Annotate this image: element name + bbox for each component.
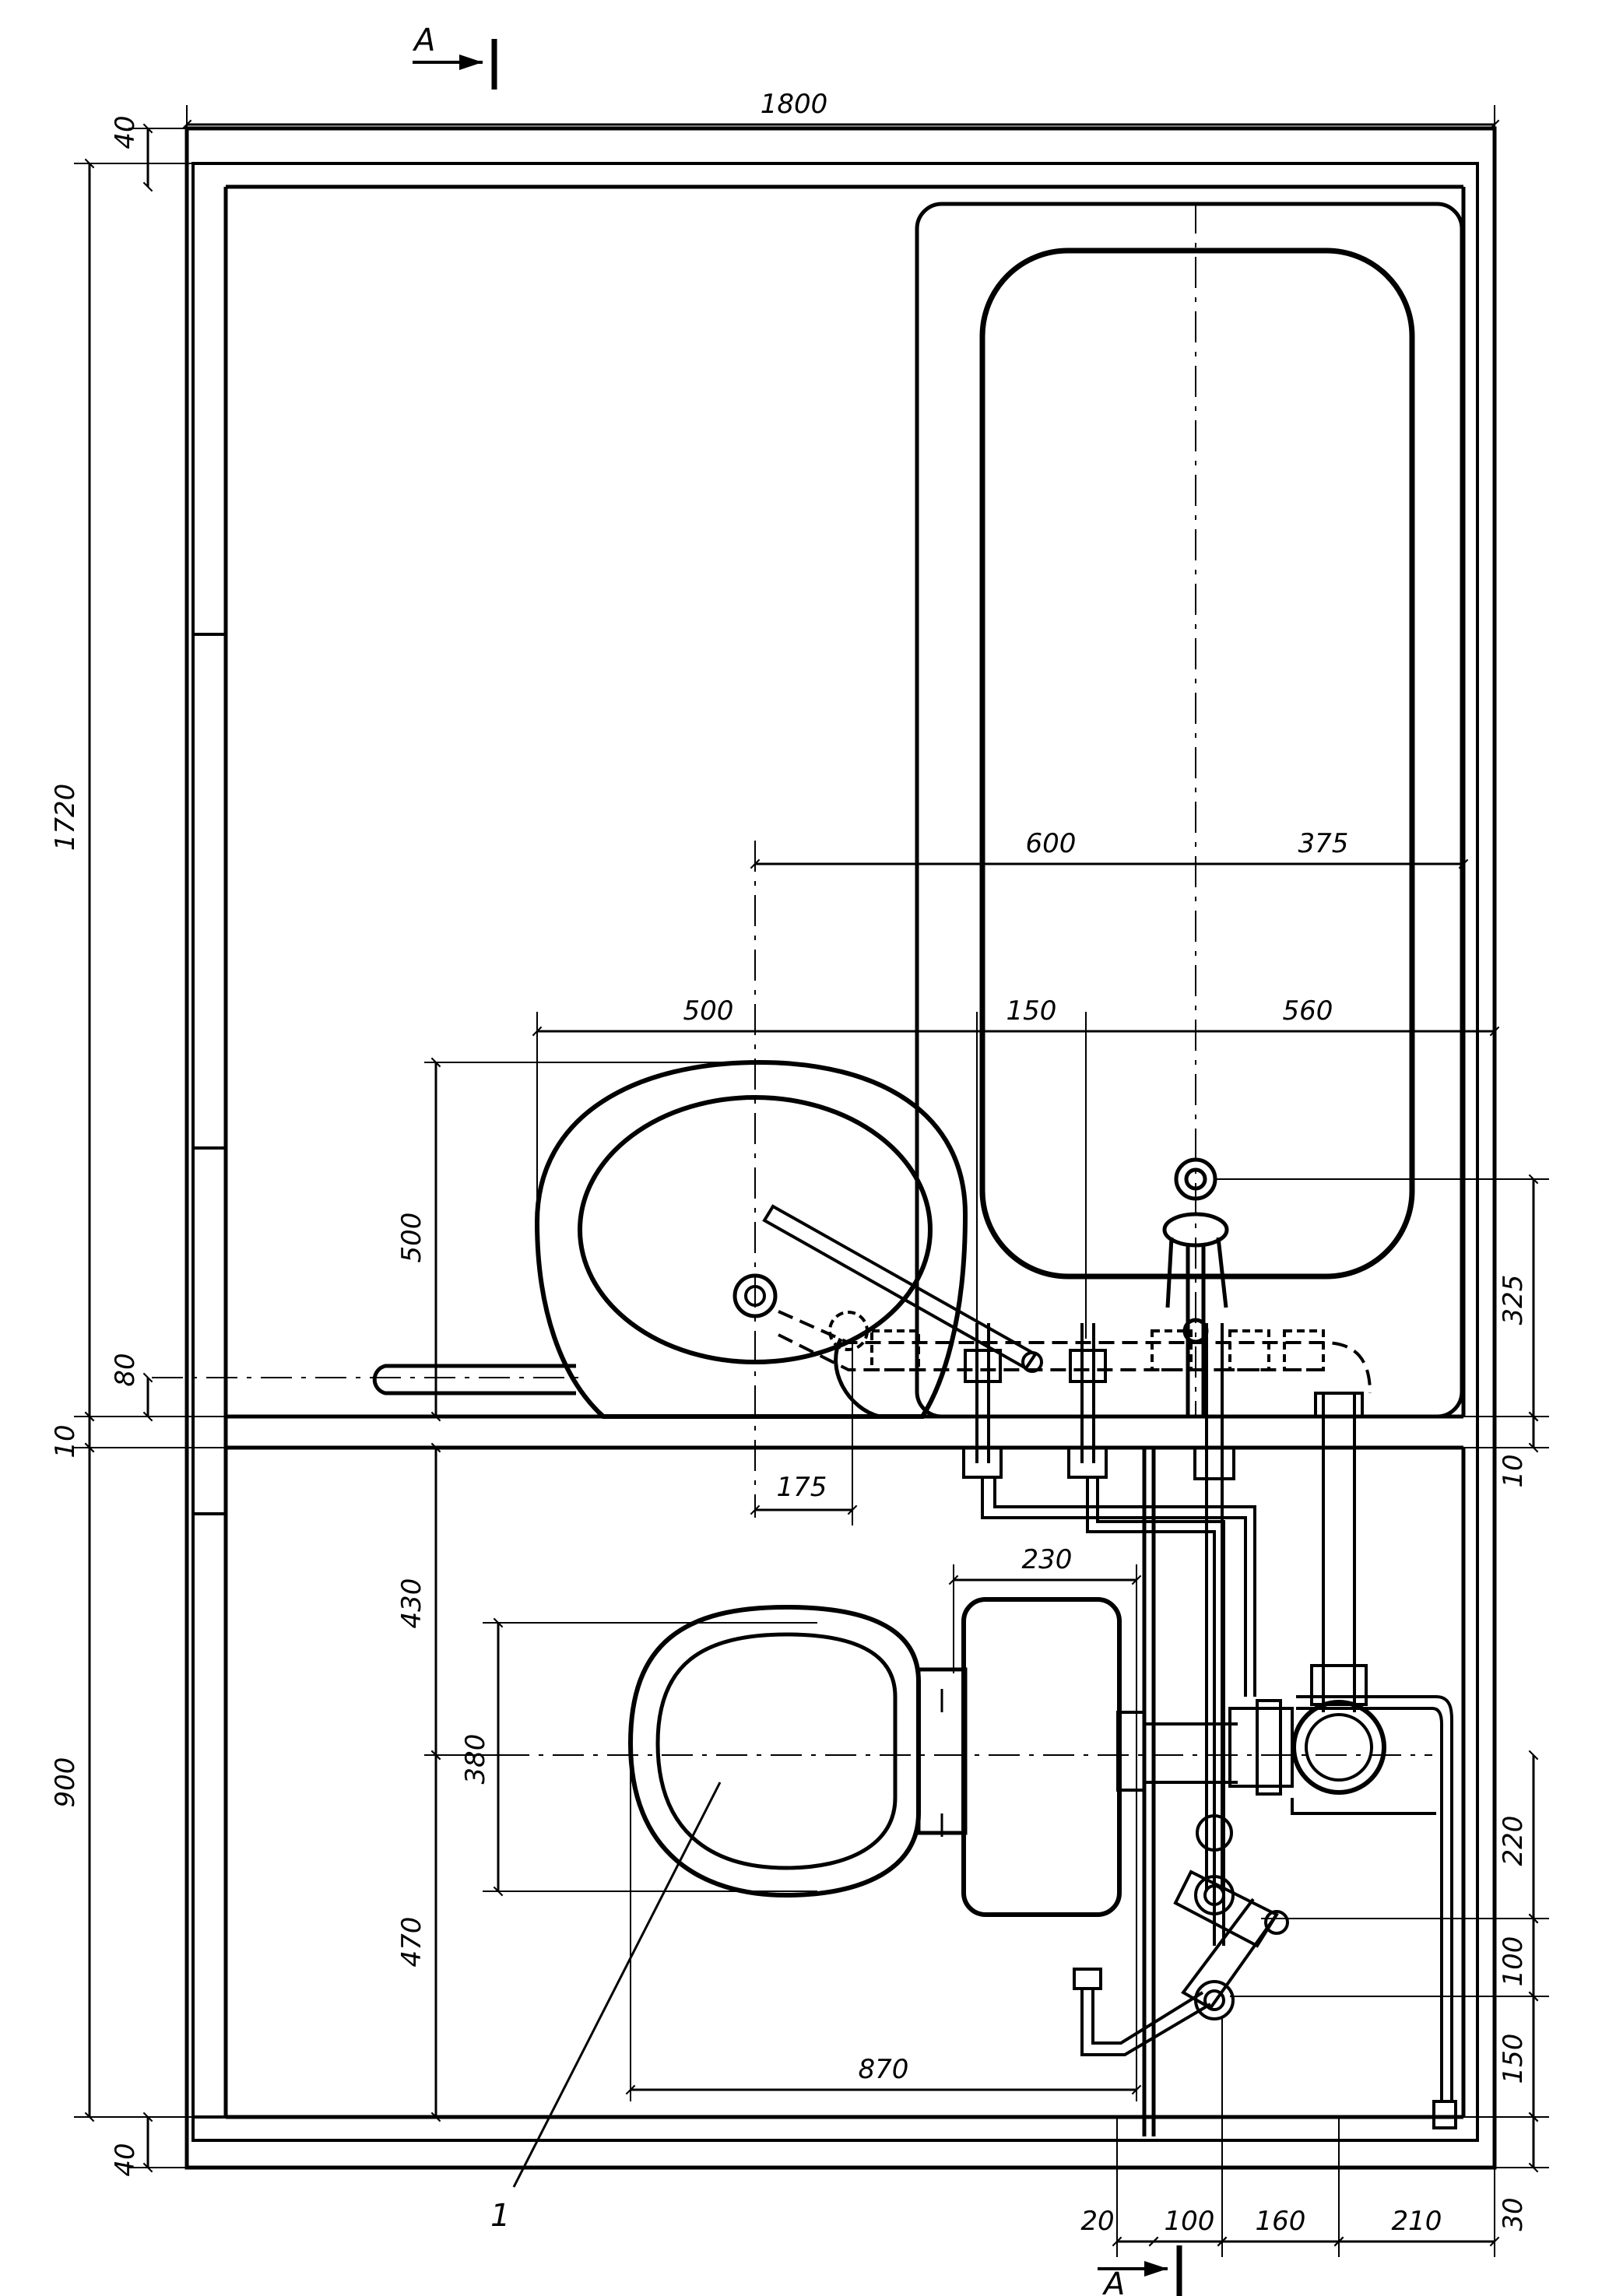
towel-rail: [372, 1364, 576, 1396]
dim-150-horizontal: 150: [1007, 995, 1057, 1027]
dim-375: 375: [1298, 828, 1349, 859]
dim-wall-bottom: 40: [110, 2143, 141, 2176]
dim-325: 325: [1498, 1275, 1529, 1325]
dim-100-horizontal: 100: [1165, 2206, 1215, 2237]
wc-cistern: [961, 1597, 1238, 1917]
dimension-lines: [84, 119, 1539, 2247]
dim-160: 160: [1256, 2206, 1306, 2237]
dim-100-vertical: 100: [1498, 1936, 1529, 1987]
dim-500-horizontal: 500: [683, 995, 734, 1027]
dim-560: 560: [1283, 995, 1333, 1027]
dim-80: 80: [110, 1353, 141, 1386]
dim-600: 600: [1026, 828, 1077, 859]
dim-bath-room-height: 1720: [50, 784, 81, 851]
dim-220: 220: [1498, 1816, 1529, 1866]
dim-380: 380: [460, 1734, 491, 1785]
dim-470: 470: [396, 1917, 427, 1968]
bath-mixer: [1162, 1157, 1229, 1417]
section-mark-bottom: А: [1098, 2245, 1182, 2296]
section-mark-bottom-letter: А: [1101, 2266, 1125, 2296]
callout-1-label: 1: [490, 2198, 510, 2234]
dim-870: 870: [859, 2054, 909, 2085]
wc-pan: [627, 1604, 968, 1898]
section-mark-top: А: [412, 23, 497, 90]
dim-150-vertical: 150: [1498, 2034, 1529, 2084]
supply-pipes: [778, 1310, 1457, 2129]
door-marks: [191, 633, 227, 2119]
bathtub: [915, 202, 1464, 1419]
dim-overall-width: 1800: [761, 89, 828, 120]
dim-500-vertical: 500: [396, 1213, 427, 1263]
dim-wall-top: 40: [110, 115, 141, 149]
dim-175: 175: [777, 1472, 827, 1503]
section-mark-top-letter: А: [412, 23, 435, 58]
extension-lines: [74, 105, 1549, 2257]
dim-210: 210: [1392, 2206, 1442, 2237]
dimension-texts: 1800 1720 40 40 600 375 500 150 560 325 …: [50, 89, 1529, 2237]
dim-10-left: 10: [50, 1424, 81, 1458]
dim-230: 230: [1022, 1544, 1073, 1575]
dim-30: 30: [1498, 2197, 1529, 2231]
dim-10-right: 10: [1498, 1454, 1529, 1487]
dim-900: 900: [50, 1757, 81, 1808]
dim-430: 430: [396, 1578, 427, 1629]
dim-20: 20: [1080, 2206, 1114, 2237]
callout-1: 1: [490, 1782, 722, 2234]
